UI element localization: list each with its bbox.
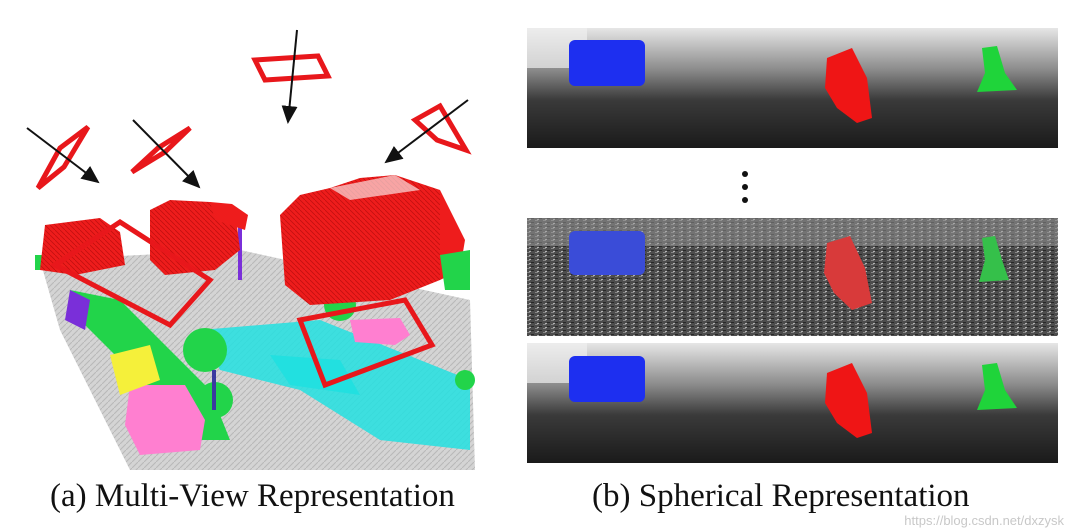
- cyclist-green-3: [977, 363, 1017, 410]
- multi-view-panel: [0, 0, 500, 470]
- person-red-3: [825, 363, 872, 438]
- building-right: [280, 175, 440, 305]
- spherical-illustration: [527, 28, 1058, 463]
- car-blue-1: [569, 40, 645, 86]
- car-pink-right: [350, 318, 410, 345]
- person-red-1: [825, 48, 872, 123]
- car-blue-3: [569, 356, 645, 402]
- cyclist-green-2: [979, 236, 1009, 282]
- projection-planes: [35, 53, 472, 389]
- car-pink-left: [125, 385, 205, 455]
- caption-spherical: (b) Spherical Representation: [592, 478, 970, 514]
- range-image-2: [527, 218, 1058, 336]
- range-image-3: [527, 343, 1058, 463]
- caption-multi-view: (a) Multi-View Representation: [50, 478, 455, 514]
- view-arrows: [26, 29, 469, 189]
- range-image-1: [527, 28, 1058, 148]
- car-blue-2: [569, 231, 645, 275]
- cyclist-green-1: [977, 46, 1017, 92]
- ellipsis-dots: [742, 171, 748, 203]
- watermark: https://blog.csdn.net/dxzysk: [904, 513, 1064, 528]
- spherical-panel: [527, 28, 1058, 468]
- multi-view-illustration: [26, 29, 475, 470]
- person-red-2: [824, 236, 872, 310]
